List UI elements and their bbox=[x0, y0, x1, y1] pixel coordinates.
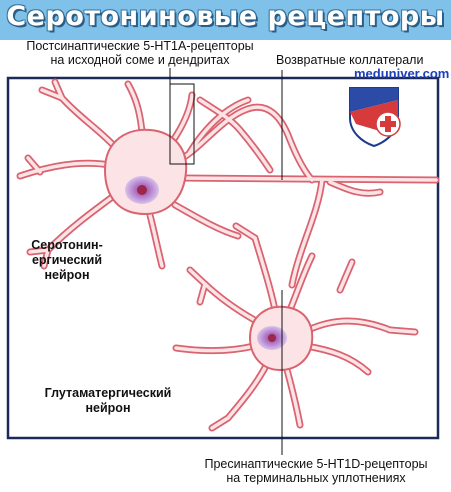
neuron-processes-fill bbox=[18, 80, 438, 430]
postsynaptic-label: Постсинаптические 5-HT1A-рецепторы на ис… bbox=[26, 39, 254, 67]
diagram-frame bbox=[6, 76, 440, 440]
pointer-lines bbox=[169, 68, 283, 455]
glutamatergic-neuron-label: Глутаматергический нейрон bbox=[44, 386, 172, 415]
medical-shield-cross-icon bbox=[349, 87, 401, 148]
presynaptic-label: Пресинаптические 5-HT1D-рецепторы на тер… bbox=[204, 457, 428, 485]
page-title: Серотониновые рецепторы bbox=[6, 1, 445, 32]
site-watermark: meduniver.com bbox=[354, 66, 450, 81]
title-banner bbox=[0, 0, 451, 40]
recurrent-collaterals-label: Возвратные коллатерали bbox=[276, 53, 424, 67]
serotonergic-soma bbox=[103, 128, 188, 216]
serotonergic-neuron-label: Серотонин- ергический нейрон bbox=[31, 238, 103, 282]
